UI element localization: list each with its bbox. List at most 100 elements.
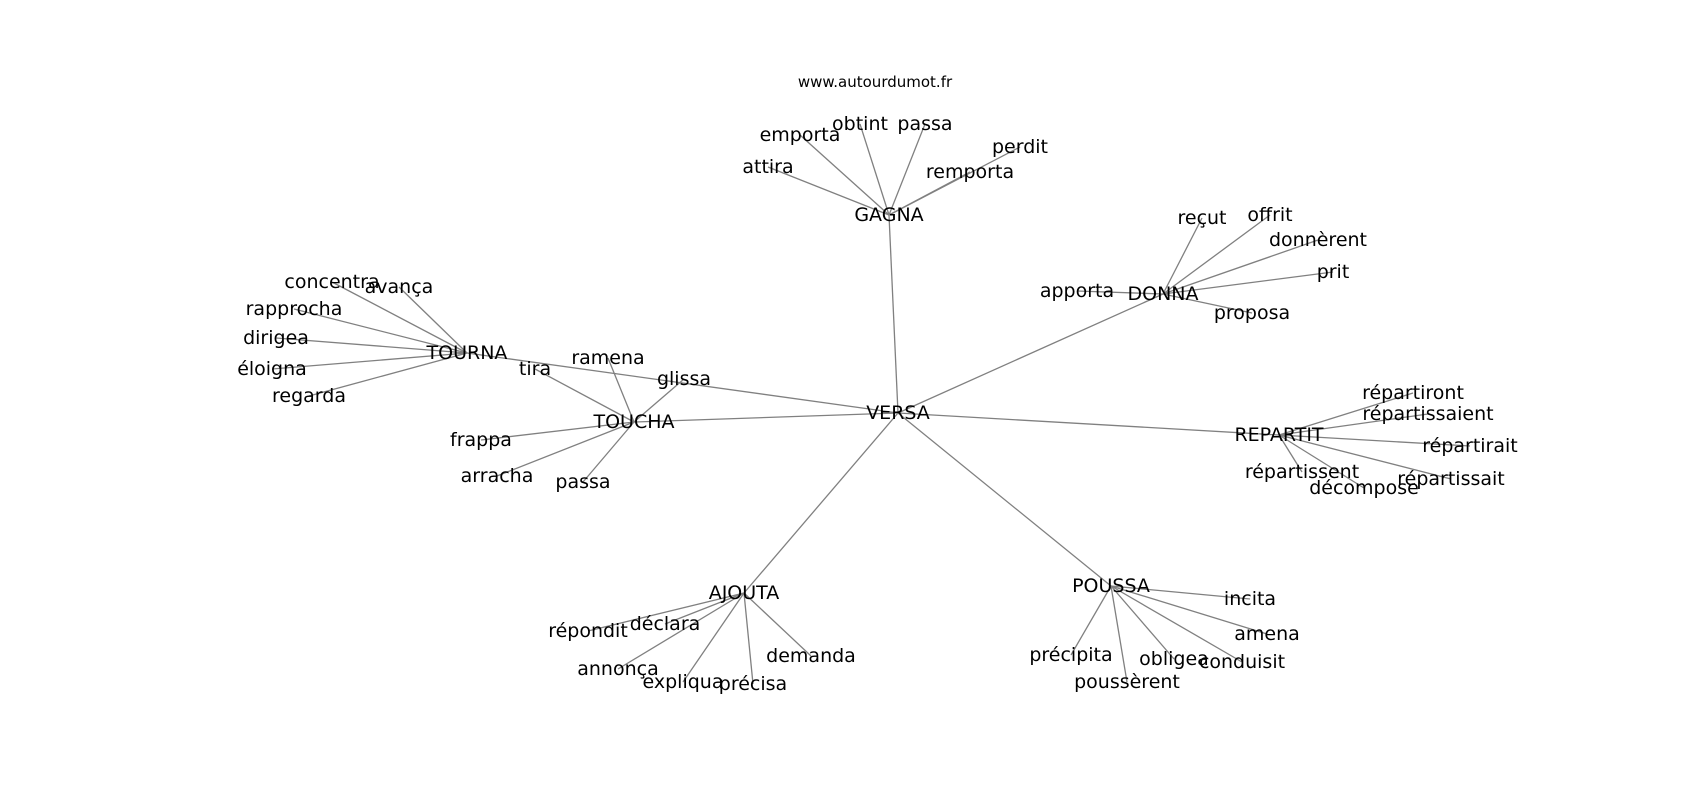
neighbor-word-label: apporta — [1040, 280, 1114, 302]
edge-hub-to-neighbor — [1110, 585, 1251, 600]
neighbor-word-label: répartirait — [1422, 435, 1518, 457]
neighbor-word-label: répondit — [548, 620, 628, 642]
edge-hub-to-neighbor — [799, 134, 890, 216]
edge-center-to-hub — [897, 412, 1112, 587]
edge-center-to-hub — [888, 214, 899, 414]
neighbor-word-label: frappa — [450, 429, 512, 451]
neighbor-word-label: amena — [1234, 623, 1300, 645]
neighbor-word-label: perdit — [992, 136, 1048, 158]
hub-word-label: TOUCHA — [592, 411, 674, 433]
neighbor-word-label: donnèrent — [1269, 229, 1367, 251]
neighbor-word-label: reçut — [1177, 207, 1226, 229]
edge-hub-to-neighbor — [1070, 585, 1112, 656]
edge-hub-to-neighbor — [1278, 434, 1452, 480]
neighbor-word-label: arracha — [461, 465, 534, 487]
neighbor-word-label: répartissaient — [1362, 403, 1493, 425]
edges-layer — [271, 123, 1471, 685]
edge-hub-to-neighbor — [275, 337, 468, 354]
neighbor-word-label: rapprocha — [246, 298, 343, 320]
edge-hub-to-neighbor — [888, 123, 926, 216]
edge-hub-to-neighbor — [1110, 585, 1268, 635]
edge-hub-to-neighbor — [1278, 434, 1365, 489]
edge-hub-to-neighbor — [743, 592, 754, 685]
hub-word-label: TOURNA — [426, 342, 508, 364]
edge-center-to-hub — [897, 293, 1164, 414]
edge-hub-to-neighbor — [1076, 290, 1164, 295]
edge-hub-to-neighbor — [398, 286, 468, 354]
neighbor-word-label: décompose — [1309, 477, 1419, 499]
neighbor-word-label: obtint — [832, 113, 888, 135]
edge-center-to-hub — [633, 412, 899, 423]
site-watermark-label: www.autourdumot.fr — [798, 73, 953, 91]
edge-hub-to-neighbor — [1162, 293, 1253, 314]
neighbor-word-label: dirigea — [243, 327, 309, 349]
neighbor-word-label: passa — [555, 471, 610, 493]
neighbor-word-label: incita — [1224, 588, 1276, 610]
neighbor-word-label: précipita — [1029, 644, 1112, 666]
edge-hub-to-neighbor — [617, 592, 745, 670]
neighbor-word-label: conduisit — [1199, 651, 1285, 673]
edge-hub-to-neighbor — [1162, 239, 1319, 295]
neighbor-word-label: tira — [519, 358, 551, 380]
neighbor-word-label: glissa — [657, 368, 711, 390]
edge-hub-to-neighbor — [582, 421, 635, 483]
neighbor-word-label: offrit — [1247, 204, 1292, 226]
edge-hub-to-neighbor — [293, 308, 468, 354]
edge-hub-to-neighbor — [682, 592, 745, 683]
neighbor-word-label: demanda — [766, 645, 856, 667]
neighbor-word-label: annonça — [577, 658, 658, 680]
neighbor-word-label: regarda — [272, 385, 346, 407]
edge-hub-to-neighbor — [1162, 271, 1334, 295]
neighbor-word-label: répartiront — [1362, 382, 1464, 404]
edge-hub-to-neighbor — [496, 421, 635, 477]
edge-hub-to-neighbor — [607, 357, 635, 423]
edge-hub-to-neighbor — [331, 281, 468, 354]
edge-center-to-hub — [743, 412, 899, 594]
edge-hub-to-neighbor — [271, 352, 468, 370]
hub-word-label: REPARTIT — [1234, 424, 1323, 446]
neighbor-word-label: emporta — [760, 124, 841, 146]
edge-hub-to-neighbor — [1278, 392, 1414, 436]
edge-hub-to-neighbor — [1162, 217, 1203, 295]
edge-hub-to-neighbor — [743, 592, 812, 657]
hub-word-label: DONNA — [1127, 283, 1198, 305]
neighbor-word-label: concentra — [284, 271, 379, 293]
edge-hub-to-neighbor — [534, 368, 635, 423]
edge-center-to-hub — [466, 352, 899, 414]
hub-word-label: POUSSA — [1072, 575, 1150, 597]
edge-hub-to-neighbor — [587, 592, 745, 632]
center-word-label: VERSA — [866, 402, 930, 424]
neighbor-word-label: passa — [897, 113, 952, 135]
edge-hub-to-neighbor — [1110, 585, 1243, 663]
hub-word-label: GAGNA — [854, 204, 923, 226]
neighbor-word-label: attira — [742, 156, 793, 178]
neighbor-word-label: obligea — [1139, 648, 1209, 670]
neighbor-word-label: avança — [365, 276, 434, 298]
edge-hub-to-neighbor — [1162, 214, 1271, 295]
neighbor-word-label: répartissent — [1245, 461, 1359, 483]
edge-hub-to-neighbor — [480, 421, 635, 441]
neighbor-word-label: ramena — [571, 347, 644, 369]
neighbor-word-label: expliqua — [643, 671, 724, 693]
neighbor-word-label: déclara — [630, 613, 701, 635]
edge-hub-to-neighbor — [308, 352, 468, 397]
edge-hub-to-neighbor — [1278, 434, 1303, 473]
edge-hub-to-neighbor — [1278, 434, 1471, 447]
edge-hub-to-neighbor — [633, 378, 685, 423]
edge-center-to-hub — [897, 412, 1280, 436]
neighbor-word-label: prit — [1317, 261, 1350, 283]
edge-hub-to-neighbor — [1278, 413, 1429, 436]
neighbor-word-label: poussèrent — [1074, 671, 1180, 693]
edge-hub-to-neighbor — [859, 123, 890, 216]
edge-hub-to-neighbor — [767, 166, 890, 216]
edge-hub-to-neighbor — [1110, 585, 1128, 683]
neighbor-word-label: proposa — [1214, 302, 1290, 324]
neighbor-word-label: précisa — [719, 673, 787, 695]
neighbor-word-label: éloigna — [237, 358, 307, 380]
neighbor-word-label: remporta — [926, 161, 1014, 183]
edge-hub-to-neighbor — [888, 171, 971, 216]
neighbor-word-label: répartissait — [1397, 468, 1505, 490]
edge-hub-to-neighbor — [1110, 585, 1175, 660]
